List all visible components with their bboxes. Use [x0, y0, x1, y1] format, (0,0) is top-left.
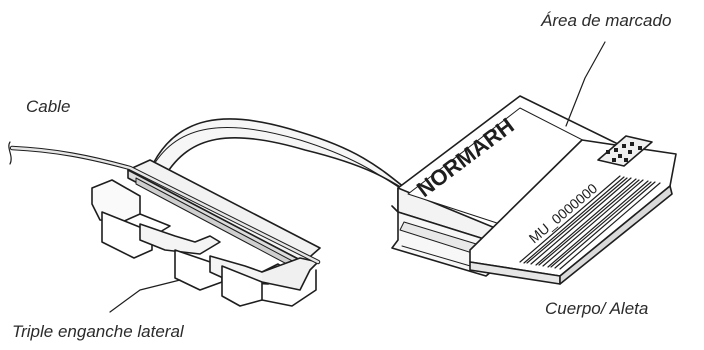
tag-fin — [469, 139, 677, 285]
qr-code — [597, 135, 653, 167]
leader-lines — [109, 41, 606, 313]
label-cable: Cable — [26, 97, 71, 116]
leader-marking-area — [565, 41, 606, 127]
triple-hook — [91, 179, 319, 307]
label-body-fin: Cuerpo/ Aleta — [545, 299, 649, 318]
label-marking-area: Área de marcado — [541, 11, 672, 30]
cable — [8, 141, 321, 265]
barcode — [519, 175, 661, 270]
label-triple-hook: Triple enganche lateral — [12, 322, 184, 341]
leader-triple-hook — [109, 279, 181, 313]
